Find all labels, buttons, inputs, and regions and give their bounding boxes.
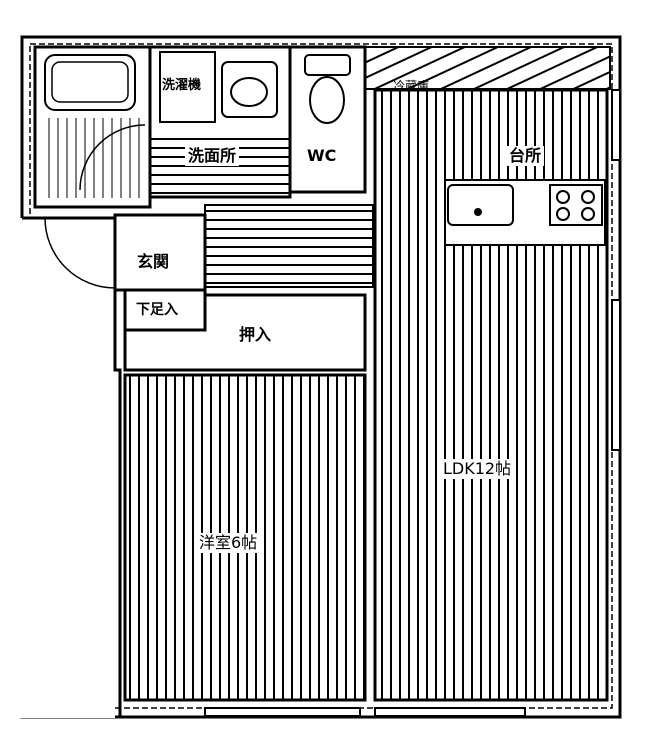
label-ldk: LDK12帖 xyxy=(440,459,515,479)
label-wc: WC xyxy=(304,146,340,166)
toilet xyxy=(309,76,345,124)
window xyxy=(611,299,621,451)
label-kitchen: 台所 xyxy=(506,146,545,166)
label-washroom: 洗面所 xyxy=(185,146,240,166)
label-entrance: 玄関 xyxy=(134,252,173,272)
wc-room xyxy=(288,45,367,194)
stove xyxy=(549,184,603,226)
window xyxy=(611,89,621,161)
label-closet: 押入 xyxy=(236,325,275,345)
window xyxy=(204,707,361,717)
label-shoe-cabinet: 下足入 xyxy=(133,300,181,320)
label-fridge: 冷蔵庫 xyxy=(393,79,430,93)
bathtub xyxy=(44,54,136,111)
cutout xyxy=(20,218,115,718)
window xyxy=(374,707,526,717)
label-western-room: 洋室6帖 xyxy=(196,533,261,553)
corridor xyxy=(204,204,374,288)
kitchen-counter xyxy=(444,179,606,246)
sink xyxy=(221,61,278,118)
label-washing-machine: 洗濯機 xyxy=(162,77,202,95)
